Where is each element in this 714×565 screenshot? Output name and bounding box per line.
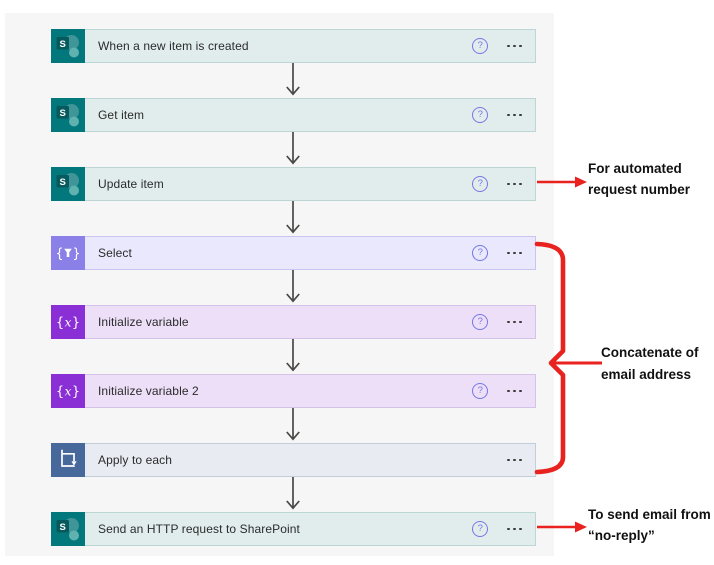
flow-connector-arrow [286, 339, 300, 372]
red-callout-arrow-send-http [537, 521, 587, 533]
more-menu-icon[interactable] [507, 389, 522, 393]
annotation-line: To send email from [588, 507, 711, 522]
annotation-concatenate: Concatenate of email address [601, 342, 699, 385]
step-title: Initialize variable [98, 315, 189, 329]
more-menu-icon[interactable] [507, 251, 522, 255]
svg-text:x: x [65, 316, 72, 330]
sharepoint-icon: S [51, 512, 85, 546]
step-title: When a new item is created [98, 39, 249, 53]
help-icon[interactable]: ? [472, 176, 489, 192]
more-menu-icon[interactable] [507, 44, 522, 48]
flow-step-update-item[interactable]: S Update item ? [51, 167, 536, 201]
flow-connector-arrow [286, 132, 300, 165]
annotation-line: request number [588, 182, 691, 197]
sharepoint-icon: S [51, 29, 85, 63]
step-title: Apply to each [98, 453, 173, 467]
flow-connector-arrow [286, 201, 300, 234]
flow-step-initialize-variable[interactable]: { x } Initialize variable ? [51, 305, 536, 339]
red-callout-arrow-update-item [537, 176, 587, 188]
annotation-line: email address [601, 366, 692, 382]
sharepoint-icon: S [51, 167, 85, 201]
svg-text:}: } [72, 385, 80, 400]
help-icon[interactable]: ? [472, 521, 489, 537]
step-title: Select [98, 246, 132, 260]
red-brace-concatenate [534, 241, 602, 475]
more-menu-icon[interactable] [507, 320, 522, 324]
help-icon[interactable]: ? [472, 107, 489, 123]
flow-step-get-item[interactable]: S Get item ? [51, 98, 536, 132]
more-menu-icon[interactable] [507, 458, 522, 462]
help-icon[interactable]: ? [472, 314, 489, 330]
select-data-operation-icon: { } [51, 236, 85, 270]
apply-to-each-loop-icon [51, 443, 85, 477]
flow-connector-arrow [286, 477, 300, 510]
svg-text:}: } [72, 247, 80, 262]
svg-text:{: { [55, 247, 63, 262]
flow-step-apply-to-each[interactable]: Apply to each [51, 443, 536, 477]
initialize-variable-icon: { x } [51, 374, 85, 408]
more-menu-icon[interactable] [507, 527, 522, 531]
help-icon[interactable]: ? [472, 38, 489, 54]
more-menu-icon[interactable] [507, 182, 522, 186]
svg-text:}: } [72, 316, 80, 331]
flow-step-when-a-new-item-is-created[interactable]: S When a new item is created ? [51, 29, 536, 63]
flow-step-select[interactable]: { } Select ? [51, 236, 536, 270]
flow-step-initialize-variable-2[interactable]: { x } Initialize variable 2 ? [51, 374, 536, 408]
flow-connector-arrow [286, 408, 300, 441]
svg-text:S: S [60, 108, 66, 119]
svg-text:x: x [65, 385, 72, 399]
annotation-line: For automated [588, 161, 682, 176]
annotation-line: Concatenate of [601, 345, 699, 360]
initialize-variable-icon: { x } [51, 305, 85, 339]
step-title: Update item [98, 177, 164, 191]
annotation-line: “no-reply” [588, 528, 655, 543]
svg-text:{: { [56, 385, 64, 400]
flow-connector-arrow [286, 270, 300, 303]
help-icon[interactable]: ? [472, 383, 489, 399]
svg-text:S: S [60, 39, 66, 50]
annotation-send-http: To send email from “no-reply” [588, 504, 714, 546]
step-title: Initialize variable 2 [98, 384, 199, 398]
step-title: Get item [98, 108, 145, 122]
more-menu-icon[interactable] [507, 113, 522, 117]
flow-step-send-http-request[interactable]: S Send an HTTP request to SharePoint ? [51, 512, 536, 546]
svg-text:S: S [60, 177, 66, 188]
step-title: Send an HTTP request to SharePoint [98, 522, 300, 536]
svg-text:S: S [60, 522, 66, 533]
svg-text:{: { [56, 316, 64, 331]
annotation-update-item: For automated request number [588, 158, 714, 200]
sharepoint-icon: S [51, 98, 85, 132]
help-icon[interactable]: ? [472, 245, 489, 261]
flow-connector-arrow [286, 63, 300, 96]
